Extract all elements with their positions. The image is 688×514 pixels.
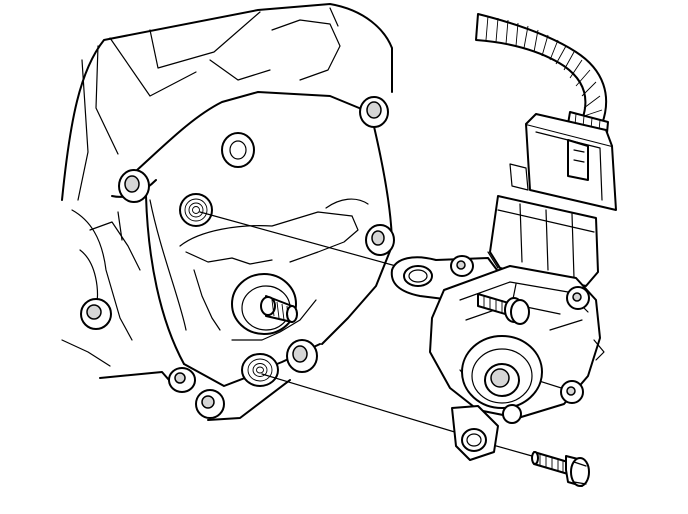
leader-line-upper — [199, 211, 397, 267]
boss-bottom-center — [286, 339, 318, 373]
boss-bottom — [195, 389, 225, 419]
boss-left-lower — [80, 298, 112, 330]
transmission-housing — [61, 3, 393, 421]
leader-line-lower — [261, 373, 469, 437]
threaded-hole-lower — [241, 353, 279, 387]
boss-top-center — [221, 132, 255, 168]
electrical-connector — [509, 113, 617, 211]
upper-mount-bolt — [477, 293, 530, 325]
flange-slot — [403, 265, 433, 287]
boss-left-upper — [118, 169, 150, 203]
boss-top-right — [359, 96, 389, 128]
mounting-bolt — [531, 451, 590, 487]
housing-mount-bosses — [80, 96, 395, 419]
threaded-hole-upper — [179, 193, 213, 227]
shaft-stud — [231, 273, 298, 335]
boss-pivot-right — [365, 224, 395, 256]
boss-bottom-left — [168, 367, 196, 393]
sensor-switch — [390, 195, 605, 461]
